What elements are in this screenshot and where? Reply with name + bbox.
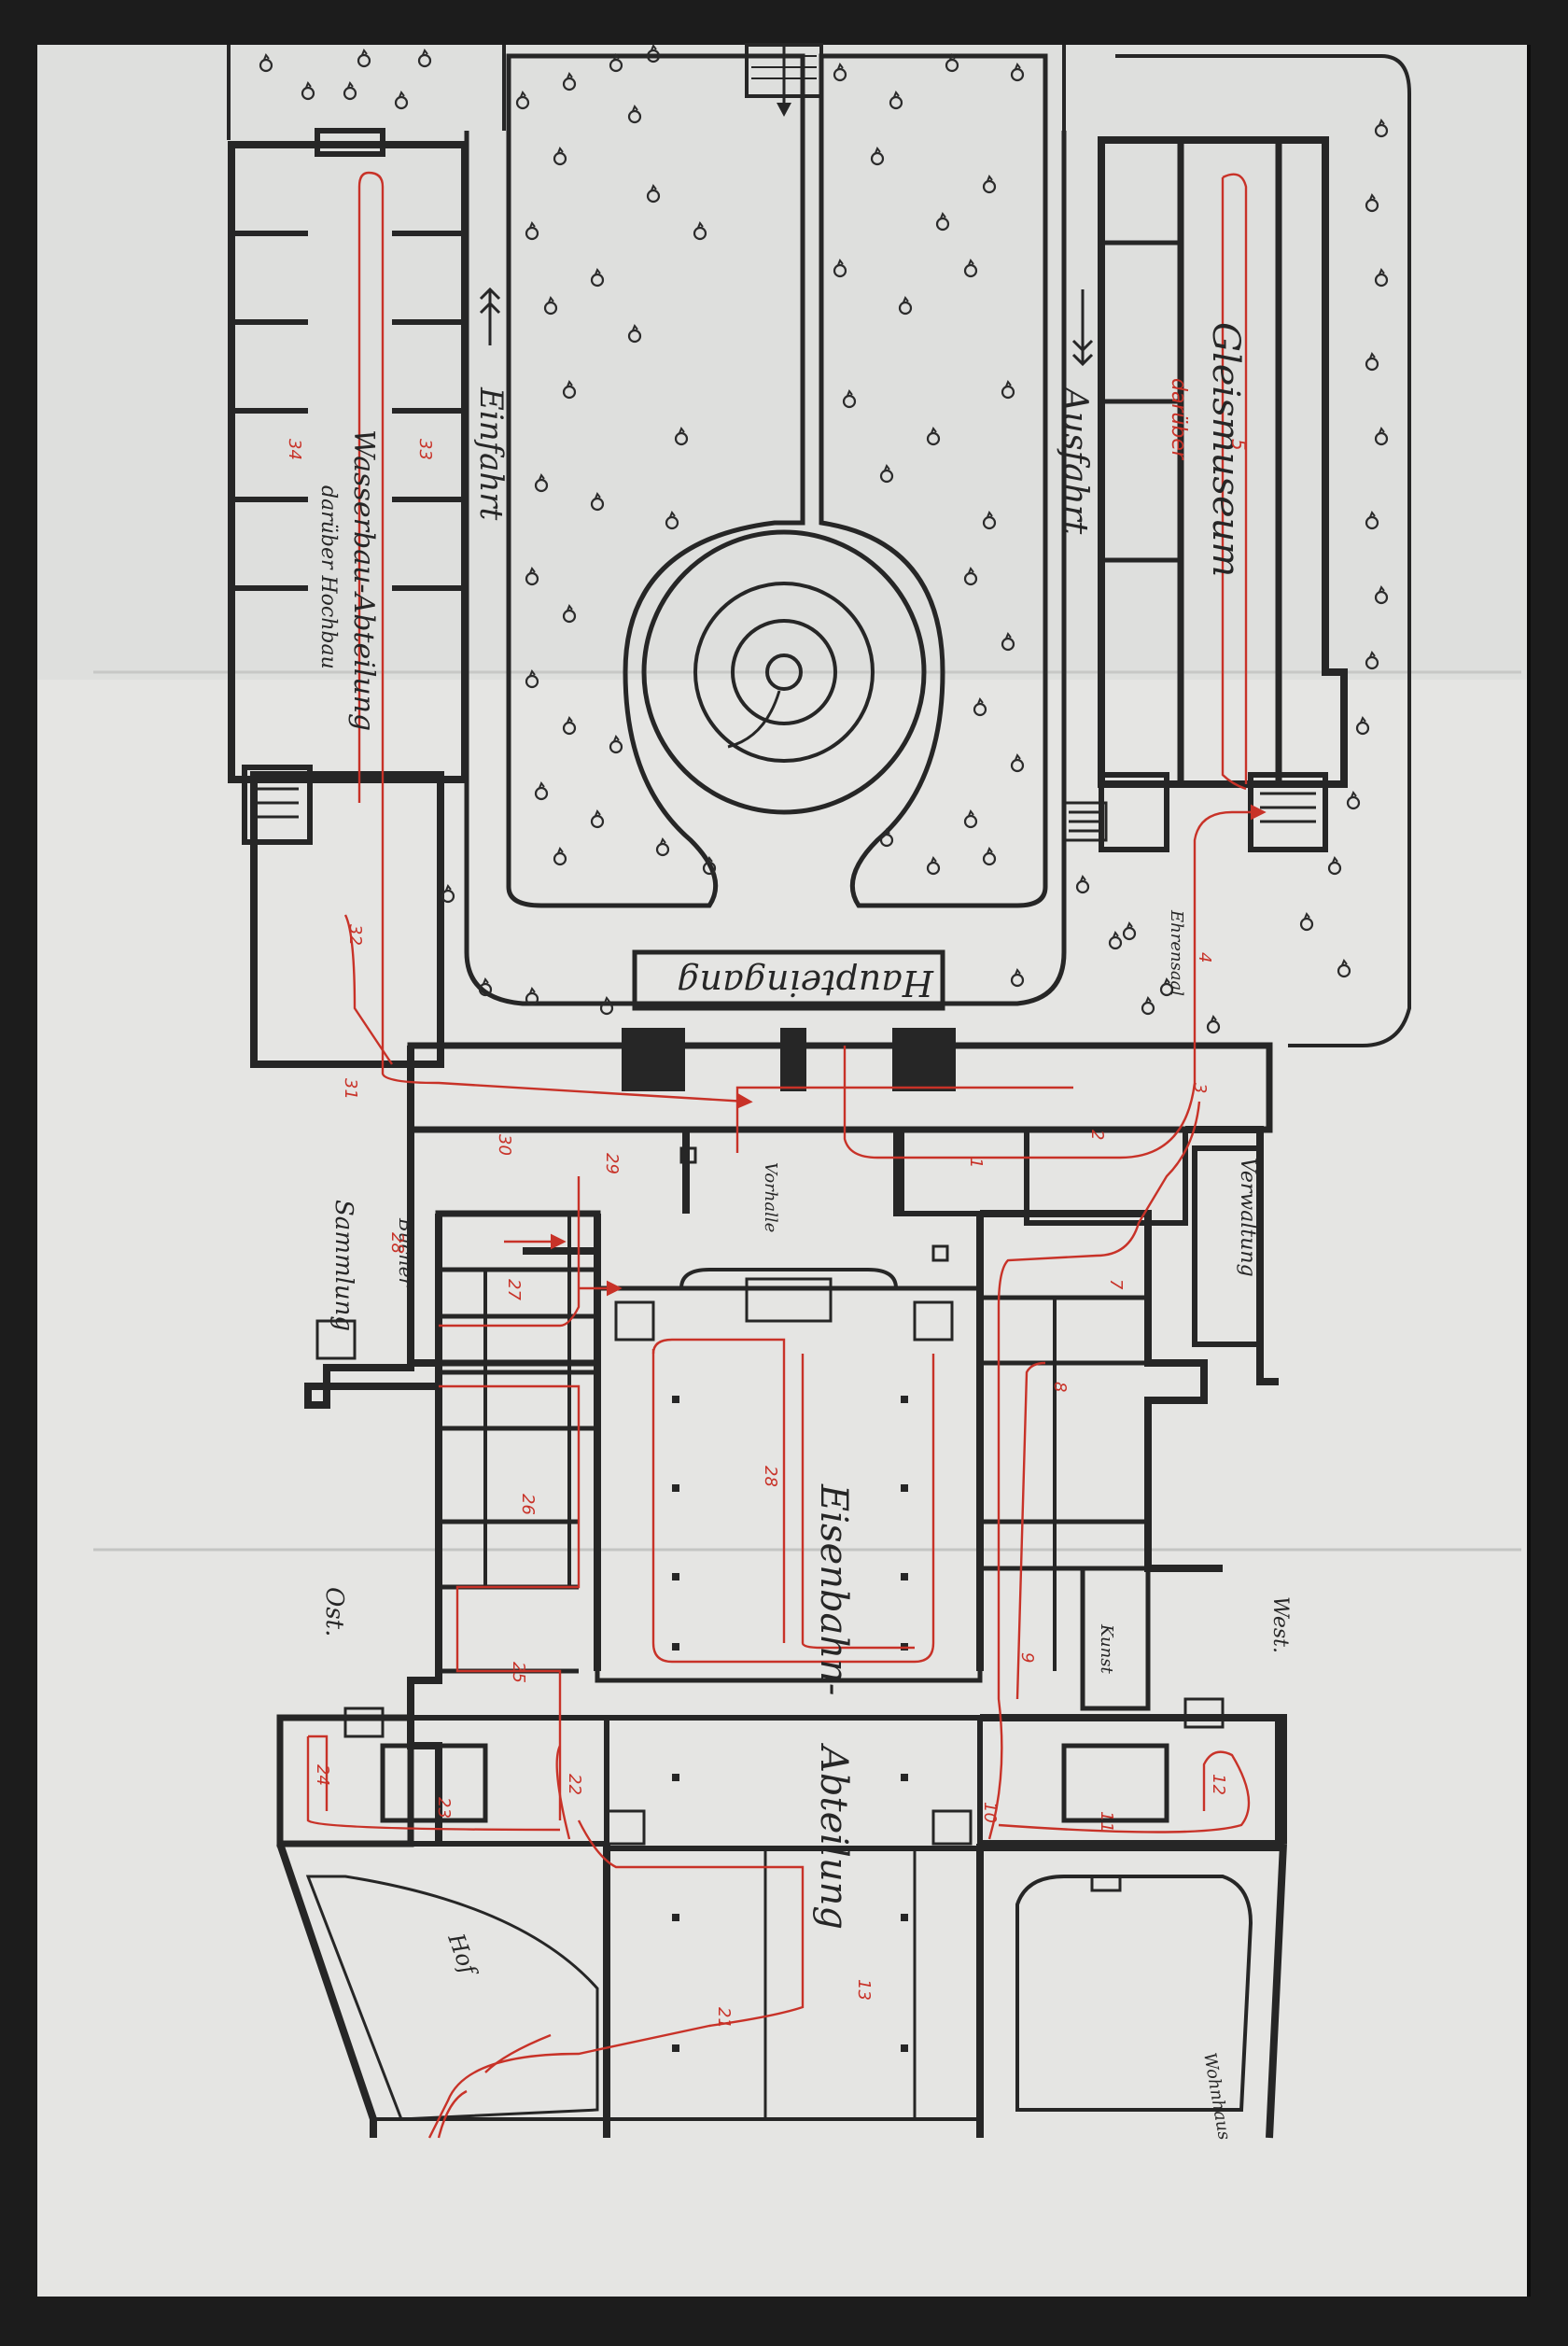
route-number: 7: [1106, 1279, 1126, 1290]
hof-outline: [305, 1875, 599, 2121]
garden-boundary-north: [227, 45, 1066, 140]
route-number: 24: [313, 1764, 332, 1786]
gate-mark: [1090, 1875, 1122, 1892]
label-gleis-note: darüber: [1167, 378, 1190, 461]
garden-boundary-east: [1115, 54, 1411, 1047]
label-sammlung: Sammlung: [329, 1200, 357, 1331]
label-wasserbau: Wasserbau-Abteilung: [347, 429, 380, 731]
route-number-labels: 1 2 3 4 5 7 8 9 10 11 12 13 21 22 23 24 …: [285, 439, 1250, 2029]
route-number: 10: [980, 1802, 1000, 1823]
label-buecher: Bücher: [395, 1217, 417, 1287]
route-number: 1: [966, 1158, 986, 1168]
route-number: 25: [509, 1662, 528, 1683]
route-number: 23: [434, 1797, 454, 1819]
route-number: 34: [285, 439, 304, 460]
route-number: 13: [854, 1979, 874, 2001]
route-number: 30: [495, 1134, 514, 1156]
entry-exit-arrows: [479, 287, 1094, 367]
route-number: 27: [504, 1279, 524, 1300]
visitor-route: [306, 171, 1267, 2139]
route-number: 12: [1209, 1774, 1228, 1795]
route-number: 21: [714, 2007, 734, 2029]
route-number: 31: [341, 1078, 360, 1100]
label-ost: Ost.: [320, 1587, 348, 1637]
route-number: 2: [1087, 1130, 1107, 1140]
label-einfahrt: Einfahrt: [472, 386, 510, 521]
label-abteilung: Abteilung: [812, 1742, 855, 1930]
stair-symbols: [315, 801, 1225, 1846]
route-number: 22: [565, 1774, 584, 1795]
label-hochbau: darüber Hochbau: [316, 485, 340, 669]
forecourt-garden: [464, 43, 1067, 1006]
route-number: 4: [1195, 952, 1214, 962]
label-ehrensaal: Ehrensaal: [1167, 909, 1186, 996]
gleismuseum-wing: [1098, 136, 1348, 852]
route-number: 33: [415, 439, 435, 460]
route-number: 32: [345, 924, 365, 946]
wasserbau-wing: [228, 128, 469, 1068]
route-number: 8: [1050, 1382, 1070, 1392]
label-gleismuseum: Gleismuseum: [1204, 322, 1247, 577]
label-kunst: Kunst: [1097, 1623, 1116, 1674]
label-verwaltung: Verwaltung: [1236, 1158, 1259, 1277]
label-haupteingang: Haupteingang: [677, 962, 934, 1004]
route-number: 29: [602, 1153, 622, 1174]
route-number: 9: [1017, 1652, 1037, 1663]
label-vorhalle: Vorhalle: [761, 1162, 780, 1232]
hall-columns: [672, 1396, 908, 2052]
route-number: 28: [761, 1466, 780, 1487]
route-number: 28: [387, 1232, 407, 1254]
route-number: 3: [1190, 1083, 1210, 1093]
wohnhaus-courtyard: [1015, 1875, 1253, 2112]
label-west: West.: [1268, 1596, 1292, 1653]
label-ausfahrt: Ausfahrt: [1056, 385, 1094, 535]
route-number: 11: [1097, 1811, 1116, 1833]
route-number: 5: [1227, 439, 1250, 451]
route-number: 26: [518, 1494, 538, 1515]
label-eisenbahn: Eisenbahn-: [812, 1483, 855, 1695]
